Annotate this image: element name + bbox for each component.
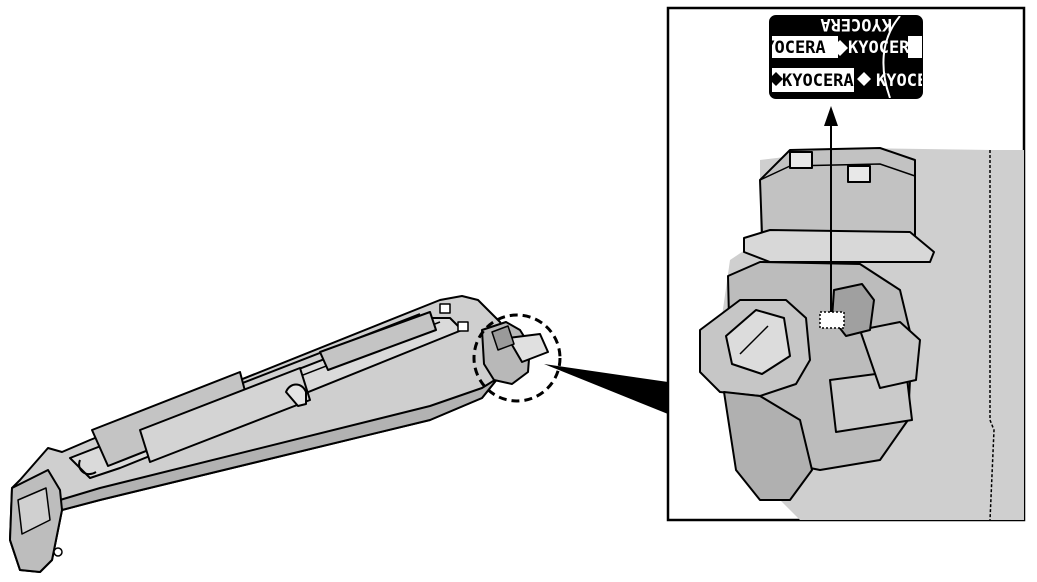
cartridge-left-cap-detail [17,487,51,535]
hologram-curve [882,16,901,98]
kyocera-logo-icon-2 [770,72,783,86]
cartridge-right-gear [491,325,515,351]
cartridge-window-mid [139,367,311,463]
inset-detail [699,147,1024,520]
inset-top-face [759,163,916,181]
inset-flange [743,229,935,263]
inset-latch-ridge [739,325,769,355]
label-row-1: KYOCERA [820,14,892,34]
label-location-marker [819,311,845,329]
kyocera-logo-icon [832,40,848,56]
kyocera-logo-icon-3 [857,72,871,86]
arrow-head [824,106,838,126]
magnify-circle [472,313,562,403]
inset-lower-arm [723,391,813,501]
label-row-3: KYOCERA [782,71,854,91]
inset-body-outline [989,150,995,520]
label-row-3-inverse: KYOCERA [876,71,948,91]
cartridge-latch [507,333,549,363]
cartridge-window-right [319,311,437,371]
cartridge-handle [285,383,307,407]
label-row-2: KYOCERA [754,38,826,58]
cartridge-cap-hole [53,547,63,557]
callout-wedge [544,364,668,414]
inset-lock-icon [789,151,813,169]
cartridge-hook [78,459,97,476]
lock-icon [439,303,451,314]
inset-latch-face [725,309,791,375]
inset-unlock-icon [847,165,871,183]
cartridge-lower-side [59,377,499,511]
kyocera-label: KYOCERA KYOCERA KYOCERA KYOCERA KYOCERA [754,14,948,99]
unlock-icon [457,321,469,332]
toner-cartridge [9,295,549,573]
inset-lower-right [859,321,921,389]
